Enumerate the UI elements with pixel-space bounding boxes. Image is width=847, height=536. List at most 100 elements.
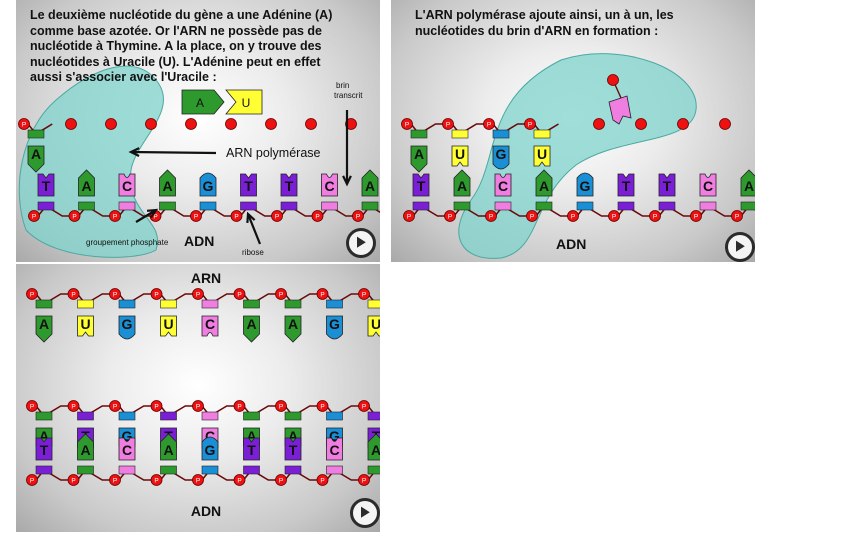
phosphate-letter: P [279, 478, 283, 485]
phosphate-letter: P [30, 292, 34, 299]
base-letter: T [40, 442, 49, 458]
base-letter: T [42, 178, 51, 194]
phosphate-group [67, 400, 80, 412]
phosphate-group [358, 474, 370, 486]
base-shape [118, 437, 136, 461]
base-shape [37, 173, 55, 197]
phosphate-letter: P [153, 214, 157, 221]
base-letter: T [663, 178, 672, 194]
base-shape [535, 169, 553, 197]
base-letter: A [744, 178, 754, 194]
base-shape [35, 437, 53, 461]
base-shape [118, 315, 136, 340]
base-shape [240, 173, 257, 197]
ribose-block [284, 299, 302, 309]
phosphate-group [316, 474, 329, 486]
ribose-block [118, 411, 136, 421]
play-button-panel2[interactable] [725, 232, 755, 262]
ribose-block [37, 201, 55, 211]
phosphate-letter: P [362, 292, 366, 299]
nucleotide-base: U [451, 145, 469, 167]
phosphate-group [230, 210, 243, 222]
phosphate-group [192, 288, 204, 300]
play-icon [736, 240, 745, 252]
phosphate-group [109, 288, 121, 300]
nucleotide-base: A [453, 169, 471, 197]
ribose-block [740, 201, 755, 211]
nucleotide-base: C [326, 437, 343, 461]
ribose-block [78, 201, 95, 211]
paragraph-initiation: Le deuxième nucléotide du gène a une Adé… [30, 8, 332, 86]
base-shape [321, 173, 338, 197]
paragraph-line: nucléotides du brin d'ARN en formation : [415, 23, 659, 38]
paragraph-line: Le deuxième nucléotide du gène a une Adé… [30, 8, 333, 22]
ribose-block [361, 201, 379, 211]
phosphate-letter: P [72, 214, 76, 221]
phosphate-group [352, 210, 364, 222]
base-shape [658, 173, 676, 197]
phosphate-group [608, 210, 620, 222]
base-letter: A [39, 428, 49, 444]
ribose-block [321, 201, 338, 211]
base-shape [201, 436, 219, 461]
nucleotide-base: T [280, 173, 298, 197]
base-letter: A [365, 178, 375, 194]
base-letter: T [417, 178, 426, 194]
phosphate-group [233, 474, 246, 486]
base-letter: G [329, 316, 340, 332]
base-shape [494, 173, 512, 197]
play-icon [357, 236, 366, 248]
phosphate-group [401, 118, 413, 130]
phosphate-group [233, 400, 246, 412]
paragraph-elongation: L'ARN polymérase ajoute ainsi, un à un, … [415, 8, 674, 39]
play-button-panel3[interactable] [350, 498, 380, 528]
arn-label: ARN [191, 270, 221, 286]
base-shape [367, 433, 380, 461]
phosphate-group [150, 288, 163, 300]
base-shape [160, 433, 177, 461]
phosphate-letter: P [154, 404, 158, 411]
base-letter: A [80, 442, 90, 458]
phosphate-group [192, 400, 204, 412]
base-letter: A [457, 178, 467, 194]
adn-label-panel2: ADN [556, 236, 586, 252]
phosphate-group [109, 210, 121, 222]
base-shape [576, 172, 594, 197]
phosphate-group [18, 118, 30, 130]
base-shape [243, 315, 260, 343]
base-shape [453, 169, 471, 197]
phosphate-group [265, 118, 277, 130]
phosphate-letter: P [356, 214, 360, 221]
paragraph-line: nucléotide à Thymine. A la place, on y t… [30, 39, 322, 53]
base-shape [617, 173, 635, 197]
phosphate-group [26, 400, 38, 412]
nucleotide-base: A [410, 145, 428, 173]
nucleotide-base: T [35, 437, 53, 461]
demo-uracile-letter: U [242, 96, 251, 110]
panel-termination: ARNAPUPGPUPCPAPAPGPUPAPTPGPTPCPAPAPGPTPT… [16, 264, 380, 532]
base-letter: A [81, 178, 91, 194]
nucleotide-base: A [740, 169, 755, 197]
ribose-block [412, 201, 430, 211]
phosphate-group [403, 210, 415, 222]
phosphate-group [442, 118, 454, 130]
ribose-block [77, 465, 94, 475]
phosphate-group [649, 210, 661, 222]
play-button-panel1[interactable] [346, 228, 376, 258]
base-shape [78, 169, 95, 197]
ribose-block [160, 465, 177, 475]
nucleotide-base: A [77, 433, 94, 461]
nucleotide-base: T [412, 173, 430, 197]
base-shape [326, 315, 343, 340]
ribose-label: ribose [242, 248, 264, 257]
base-shape [201, 315, 219, 337]
nucleotide-base: C [699, 173, 717, 197]
phosphate-letter: P [320, 478, 324, 485]
phosphate-letter: P [407, 214, 411, 221]
ribose-block [617, 201, 635, 211]
nucleotide-base: U [77, 315, 94, 337]
phosphate-group [190, 210, 202, 222]
